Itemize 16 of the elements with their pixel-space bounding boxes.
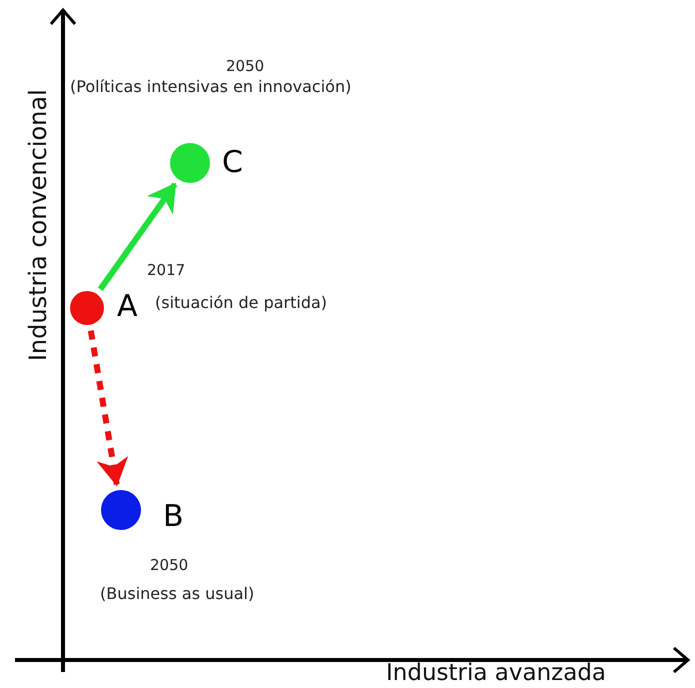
- point-letter: B: [163, 500, 184, 534]
- scenario-label: (Business as usual): [100, 585, 254, 604]
- year-label: 2050: [226, 58, 264, 76]
- point-letter: A: [117, 290, 138, 324]
- year-label: 2050: [150, 557, 188, 574]
- year-label: 2017: [147, 262, 186, 280]
- scenario-label: (Políticas intensivas en innovación): [70, 78, 352, 96]
- scenario-label: (situación de partida): [155, 294, 328, 312]
- point-marker: [70, 291, 104, 325]
- arrow: [98, 182, 178, 291]
- arrow: [88, 330, 128, 486]
- point-marker: [170, 143, 210, 183]
- point-marker: [101, 490, 141, 530]
- axis-title: Industria avanzada: [386, 661, 606, 686]
- point-letter: C: [222, 146, 243, 180]
- axis-title: Industria convencional: [24, 89, 52, 362]
